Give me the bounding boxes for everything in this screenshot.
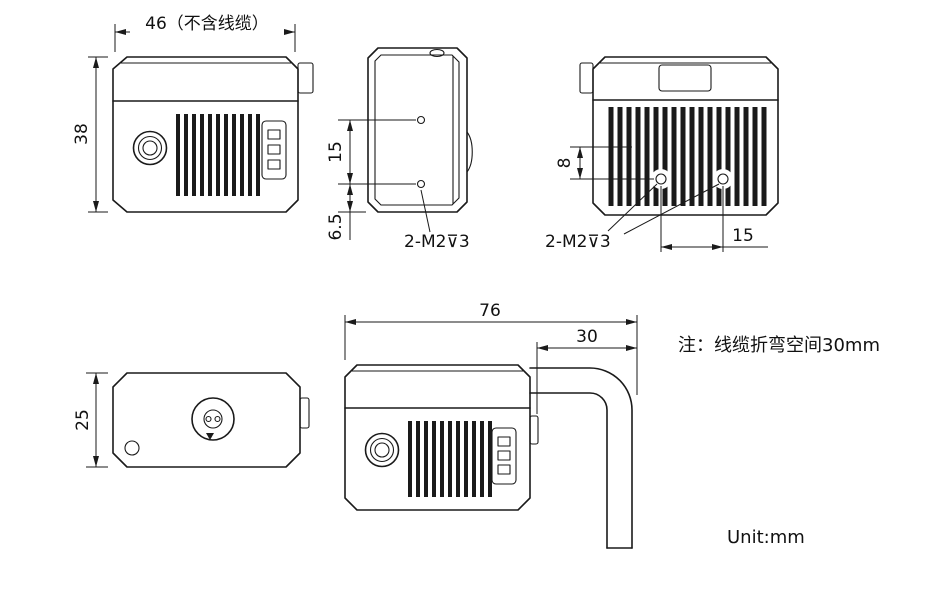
- arrowhead: [93, 57, 99, 68]
- front-width-dim-text: 46（不含线缆）: [145, 14, 269, 34]
- side-edge-offset-text: 6.5: [326, 213, 346, 240]
- overall-dim-text: 76: [479, 301, 501, 321]
- side-body-outline: [367, 47, 468, 213]
- arrowhead: [577, 168, 583, 179]
- side-ext-lines: [338, 119, 416, 213]
- cable-side-tab: [529, 415, 539, 445]
- arrowhead: [712, 244, 723, 250]
- rear-hole-pitch-text: 15: [732, 226, 754, 246]
- front-view: [112, 56, 314, 213]
- rear-label-window: [658, 64, 712, 92]
- front-height-dim-text: 38: [72, 123, 92, 145]
- arrowhead: [93, 373, 99, 384]
- arrowhead: [626, 345, 637, 351]
- indicator-panel: [491, 427, 517, 485]
- arrowhead: [347, 184, 353, 195]
- front-height-ext-lines: [88, 56, 108, 213]
- side-hole-pitch-text: 15: [326, 141, 346, 163]
- arrowhead: [115, 29, 126, 35]
- cable-body-outline: [344, 364, 531, 511]
- cable-view-dimensions: 76 30: [344, 301, 638, 414]
- arrowhead: [93, 201, 99, 212]
- top-pin-right: [214, 415, 221, 423]
- top-depth-dim-text: 25: [73, 409, 93, 431]
- rear-view: [579, 56, 779, 216]
- side-inner-outline: [374, 54, 460, 206]
- top-connector-tab: [299, 397, 310, 429]
- top-pin-left: [205, 415, 212, 423]
- cable-space-dim-text: 30: [576, 327, 598, 347]
- top-center-hole: [203, 409, 223, 429]
- cable-bend-note: 注：线缆折弯空间30mm: [678, 335, 880, 356]
- side-thread-label: 2-M2⊽3: [404, 232, 470, 252]
- arrowhead: [347, 120, 353, 131]
- cable-outer-edge: [529, 367, 633, 549]
- arrowhead: [347, 201, 353, 212]
- indicator-led-3: [497, 464, 511, 475]
- indicator-led-2: [497, 450, 511, 461]
- mount-hole-left: [655, 173, 667, 185]
- rear-pitch-ext-lines: [660, 186, 724, 252]
- vent-grille: [408, 421, 492, 497]
- rear-vent-grille: [608, 107, 767, 206]
- side-view-dimensions: 15 6.5 2-M2⊽3: [326, 119, 470, 252]
- unit-label: Unit:mm: [727, 527, 805, 548]
- side-view: [367, 47, 473, 213]
- side-lens-bulge: [466, 131, 473, 173]
- rear-view-dimensions: 8 15 2-M2⊽3: [545, 146, 768, 252]
- side-thread-leader: [420, 189, 431, 233]
- arrowhead: [661, 244, 672, 250]
- arrowhead: [347, 173, 353, 184]
- top-view: [112, 372, 310, 468]
- top-center-boss: [191, 397, 235, 441]
- rear-connector-tab: [579, 62, 594, 94]
- rear-body-outline: [592, 56, 779, 216]
- front-view-dimensions: 46（不含线缆） 38: [72, 14, 296, 213]
- arrowhead: [626, 319, 637, 325]
- indicator-led-3: [267, 159, 281, 170]
- mount-hole-bottom: [416, 179, 426, 189]
- rear-hole-offset-text: 8: [555, 158, 575, 169]
- cable-view: [344, 364, 633, 549]
- lens-mid-ring: [369, 437, 395, 463]
- rear-thread-leaders: [607, 183, 720, 235]
- orientation-marker: [206, 433, 214, 440]
- top-view-dimensions: 25: [73, 372, 108, 468]
- indicator-led-1: [497, 436, 511, 447]
- lens-outer-ring: [364, 432, 400, 468]
- front-body-outline: [112, 56, 299, 213]
- lens-inner-ring: [374, 442, 390, 458]
- front-connector-tab: [297, 62, 314, 94]
- lens-inner-ring: [142, 140, 158, 156]
- lens-outer-ring: [132, 130, 168, 166]
- mount-hole-right: [717, 173, 729, 185]
- top-body-outline: [112, 372, 301, 468]
- arrowhead: [577, 147, 583, 158]
- top-ext-lines: [86, 372, 108, 468]
- indicator-led-2: [267, 144, 281, 155]
- arrowhead: [93, 456, 99, 467]
- indicator-led-1: [267, 129, 281, 140]
- arrowhead: [537, 345, 548, 351]
- top-corner-hole: [124, 440, 140, 456]
- arrowhead: [284, 29, 295, 35]
- arrowhead: [345, 319, 356, 325]
- front-width-ext-lines: [114, 24, 296, 52]
- rear-thread-label: 2-M2⊽3: [545, 232, 611, 252]
- mount-hole-top: [416, 115, 426, 125]
- vent-grille: [176, 114, 260, 196]
- cable-inner-edge: [529, 392, 608, 549]
- side-top-port: [429, 48, 445, 58]
- lens-mid-ring: [137, 135, 163, 161]
